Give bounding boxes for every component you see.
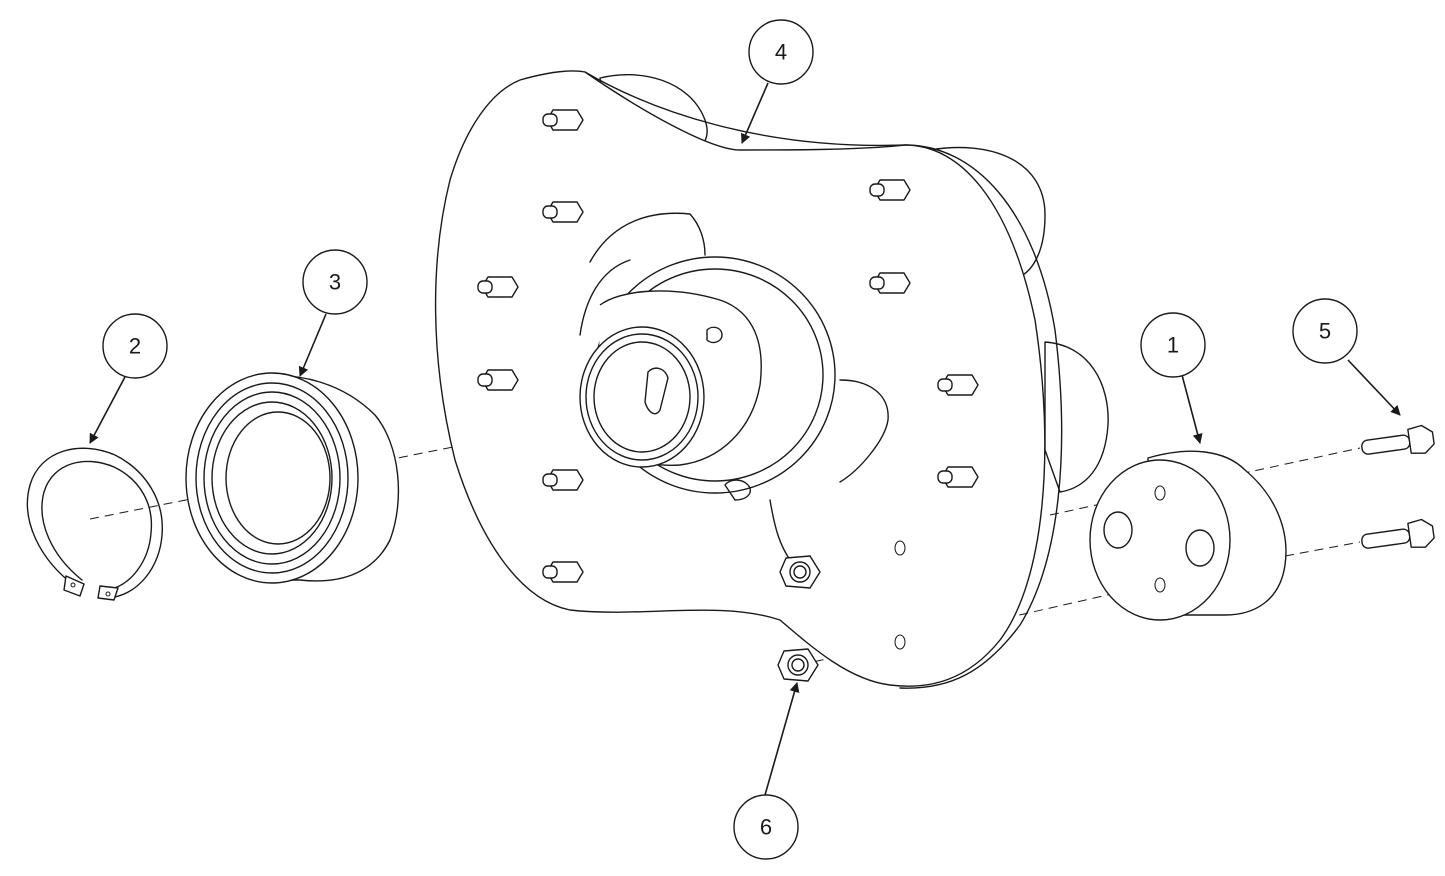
- callout-1: 1: [1140, 312, 1206, 378]
- callout-2-label: 2: [129, 334, 141, 359]
- callout-3-label: 3: [329, 270, 341, 295]
- nuts-part-6: [777, 555, 821, 682]
- callout-6-label: 6: [760, 815, 772, 840]
- callout-3: 3: [302, 249, 368, 315]
- retaining-ring-part-2: [26, 447, 163, 601]
- bolts-part-5: [1361, 424, 1435, 549]
- hub-flange-part-4: [434, 70, 1109, 689]
- callout-1-label: 1: [1167, 333, 1179, 358]
- callout-6: 6: [733, 794, 799, 860]
- callout-4: 4: [748, 19, 814, 85]
- leader-lines: [89, 82, 1401, 796]
- callout-2: 2: [102, 313, 168, 379]
- callout-4-label: 4: [775, 40, 787, 65]
- callout-5-label: 5: [1319, 319, 1331, 344]
- spacer-block-part-1: [1089, 450, 1287, 621]
- bearing-part-3: [185, 372, 400, 584]
- callout-5: 5: [1292, 298, 1358, 364]
